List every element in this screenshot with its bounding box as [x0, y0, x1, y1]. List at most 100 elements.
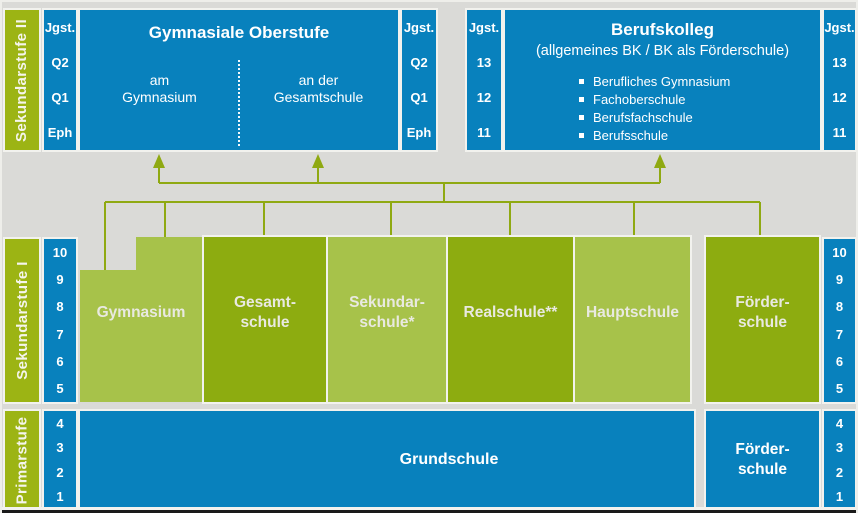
oberstufe-columns: am Gymnasium an der Gesamtschule: [80, 72, 398, 106]
level-q2: Q2: [51, 55, 69, 70]
list-item: Berufsfachschule: [579, 108, 730, 126]
hauptschule-box: Hauptschule: [575, 237, 690, 402]
level-2: 2: [56, 464, 64, 480]
list-item: Berufsschule: [579, 126, 730, 144]
list-item-label: Berufliches Gymnasium: [593, 73, 731, 89]
level-10: 10: [52, 245, 68, 261]
level-13: 13: [476, 55, 492, 70]
school-label: Realschule**: [463, 303, 558, 321]
level-6: 6: [835, 353, 844, 369]
level-column-sek1-left: 10 9 8 7 6 5: [44, 239, 76, 402]
level-column-oberstufe-left: Jgst. Q2 Q1 Eph: [44, 10, 76, 150]
level-6: 6: [56, 353, 64, 369]
berufskolleg-title: Berufskolleg: [611, 20, 714, 39]
arrow-up-icon: [654, 154, 666, 168]
realschule-box: Realschule**: [448, 237, 573, 402]
school-label-line: schule: [737, 313, 788, 331]
level-9: 9: [56, 272, 64, 288]
gymnasiale-oberstufe-box: Gymnasiale Oberstufe am Gymnasium an der…: [80, 10, 398, 150]
foerderschule-sek1-box: Förder- schule: [706, 237, 819, 402]
oberstufe-column-gymnasium: am Gymnasium: [80, 72, 239, 106]
school-label-line: Sekundar-: [349, 293, 425, 311]
gymnasium-box-step-lower: [80, 270, 136, 402]
stage-label: Sekundarstufe II: [13, 18, 31, 142]
stage-label: Primarstufe: [13, 416, 31, 504]
gymnasium-box-step-upper: [136, 237, 202, 402]
level-column-primar-right: 4 3 2 1: [824, 411, 855, 509]
level-1: 1: [56, 489, 64, 505]
arrow-up-icon: [312, 154, 324, 168]
jgst-header: Jgst.: [824, 20, 855, 35]
school-label: Gesamt- schule: [234, 293, 296, 333]
school-label: Grundschule: [399, 451, 499, 468]
level-4: 4: [56, 415, 64, 431]
level-10: 10: [832, 245, 847, 261]
column-label-line: Gymnasium: [122, 89, 197, 105]
school-label: Gymnasium: [96, 303, 186, 321]
list-item-label: Berufsschule: [593, 127, 669, 143]
stage-label: Sekundarstufe I: [13, 261, 31, 380]
gesamtschule-box: Gesamt- schule: [204, 237, 326, 402]
arrow-up-icon: [153, 154, 165, 168]
footer-hairline: [2, 507, 856, 510]
school-label-line: Gesamt-: [233, 293, 297, 311]
jgst-header: Jgst.: [468, 20, 500, 35]
list-item-label: Fachoberschule: [593, 91, 686, 107]
school-label-line: schule: [737, 461, 788, 478]
berufskolleg-subtitle: (allgemeines BK / BK als Förderschule): [535, 43, 790, 59]
level-column-berufskolleg-left: Jgst. 13 12 11: [467, 10, 501, 150]
school-label: Sekundar- schule*: [349, 293, 425, 333]
level-eph: Eph: [47, 125, 73, 140]
level-q1: Q1: [51, 90, 69, 105]
bullet-square-icon: [579, 114, 584, 120]
level-eph: Eph: [406, 125, 432, 140]
stage-bar-primarstufe: Primarstufe: [5, 411, 39, 509]
foerderschule-primar-box: Förder- schule: [706, 411, 819, 509]
stage-bar-sekundarstufe-1: Sekundarstufe I: [5, 239, 39, 402]
column-label-line: an der: [298, 72, 339, 88]
gymnasium-box: Gymnasium: [80, 237, 202, 402]
gymnasiale-oberstufe-title: Gymnasiale Oberstufe: [148, 23, 330, 42]
level-3: 3: [835, 440, 844, 456]
column-label-line: Gesamtschule: [273, 89, 364, 105]
jgst-header: Jgst.: [403, 20, 435, 35]
berufskolleg-list: Berufliches Gymnasium Fachoberschule Ber…: [579, 72, 730, 144]
school-label-line: schule*: [359, 313, 415, 331]
level-8: 8: [56, 299, 64, 315]
sekundarschule-box: Sekundar- schule*: [328, 237, 446, 402]
level-column-primar-left: 4 3 2 1: [44, 411, 76, 509]
level-5: 5: [56, 380, 64, 396]
list-item: Fachoberschule: [579, 90, 730, 108]
footer-strip: [2, 510, 856, 513]
level-column-sek1-right: 10 9 8 7 6 5: [824, 239, 855, 402]
level-column-berufskolleg-right: Jgst. 13 12 11: [824, 10, 855, 150]
level-13: 13: [832, 55, 847, 70]
level-3: 3: [56, 440, 64, 456]
level-8: 8: [835, 299, 844, 315]
level-11: 11: [832, 125, 847, 140]
level-12: 12: [832, 90, 847, 105]
level-q1: Q1: [410, 90, 428, 105]
school-label: Hauptschule: [585, 303, 679, 321]
level-12: 12: [476, 90, 492, 105]
level-1: 1: [835, 489, 844, 505]
level-7: 7: [835, 326, 844, 342]
berufskolleg-box: Berufskolleg (allgemeines BK / BK als Fö…: [505, 10, 820, 150]
level-q2: Q2: [410, 55, 428, 70]
school-label-line: schule: [240, 313, 290, 331]
column-label-line: am: [149, 72, 170, 88]
level-column-oberstufe-right: Jgst. Q2 Q1 Eph: [402, 10, 436, 150]
school-label-line: Förder-: [735, 293, 790, 311]
bullet-square-icon: [579, 96, 584, 102]
oberstufe-column-gesamtschule: an der Gesamtschule: [239, 72, 398, 106]
stage-bar-sekundarstufe-2: Sekundarstufe II: [5, 10, 39, 150]
level-2: 2: [835, 464, 844, 480]
level-7: 7: [56, 326, 64, 342]
level-5: 5: [835, 380, 844, 396]
list-item: Berufliches Gymnasium: [579, 72, 730, 90]
level-4: 4: [835, 415, 844, 431]
dotted-divider: [238, 60, 240, 146]
school-label-line: Förder-: [735, 441, 790, 458]
level-9: 9: [835, 272, 844, 288]
